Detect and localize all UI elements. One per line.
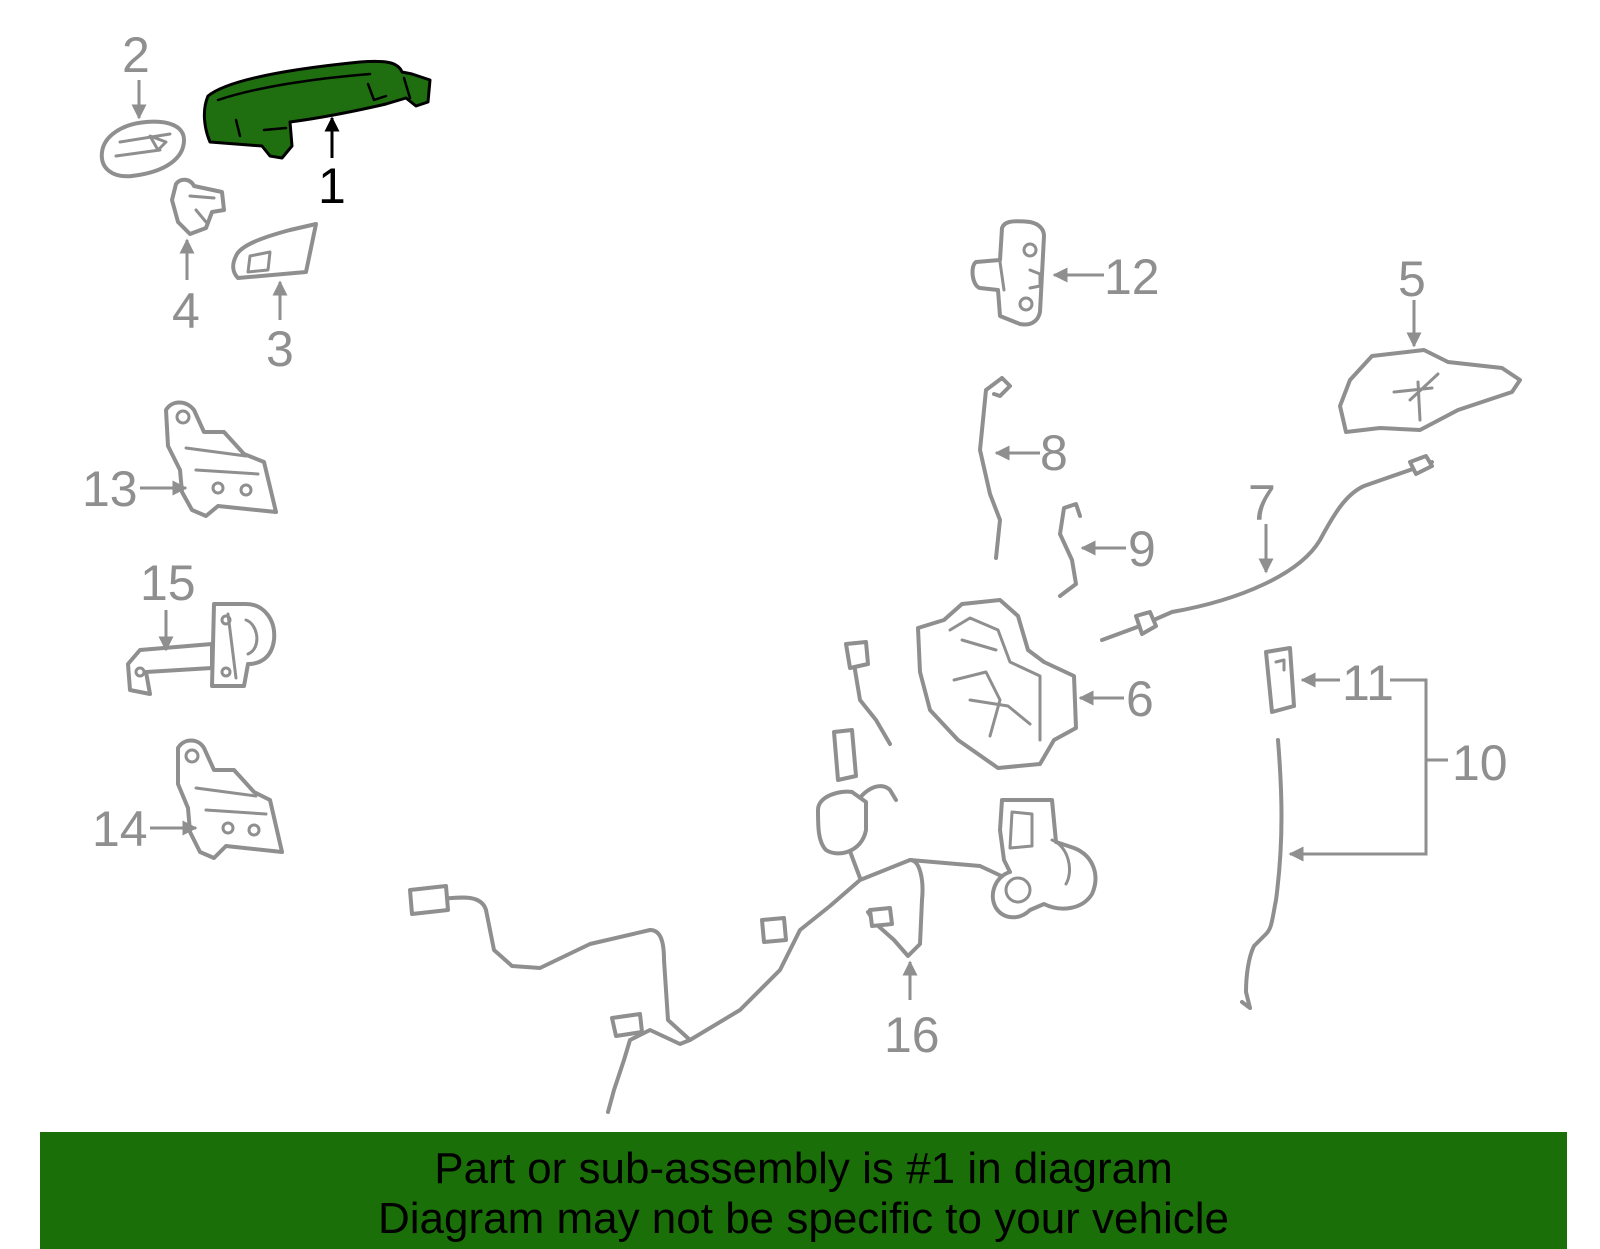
callout-3: 3 <box>266 321 294 377</box>
part-16-wiring-harness[interactable] <box>408 640 1098 1114</box>
part-2-handle-cap[interactable] <box>99 119 186 179</box>
callout-4: 4 <box>172 283 200 339</box>
part-10-rod[interactable] <box>1240 738 1284 1010</box>
part-6-latch[interactable] <box>916 598 1078 770</box>
callout-2: 2 <box>122 27 150 83</box>
part-8-lock-rod[interactable] <box>978 376 1012 560</box>
callout-1: 1 <box>318 158 346 214</box>
part-13-upper-hinge[interactable] <box>164 400 278 518</box>
part-7-cable[interactable] <box>1100 454 1434 642</box>
callout-15: 15 <box>140 555 196 611</box>
part-14-lower-hinge[interactable] <box>176 738 284 860</box>
callout-11: 11 <box>1342 655 1394 711</box>
part-4-lock-cylinder[interactable] <box>170 177 226 236</box>
callout-8: 8 <box>1040 425 1068 481</box>
callout-14: 14 <box>92 801 148 857</box>
callout-6: 6 <box>1126 671 1154 727</box>
callout-7: 7 <box>1248 475 1276 531</box>
callout-9: 9 <box>1128 521 1156 577</box>
part-3-gasket[interactable] <box>231 222 318 280</box>
part-11-bumper[interactable] <box>1264 646 1296 714</box>
callout-12: 12 <box>1104 249 1160 305</box>
banner-text: Part or sub-assembly is #1 in diagram Di… <box>40 1144 1567 1244</box>
part-12-striker[interactable] <box>970 219 1046 327</box>
callout-5: 5 <box>1398 251 1426 307</box>
banner-line-1: Part or sub-assembly is #1 in diagram <box>434 1144 1173 1193</box>
callout-10: 10 <box>1452 735 1508 791</box>
callout-13: 13 <box>82 461 138 517</box>
part-1-outside-handle[interactable] <box>202 59 432 160</box>
banner-line-2: Diagram may not be specific to your vehi… <box>377 1194 1230 1243</box>
callout-16: 16 <box>884 1007 940 1063</box>
part-9-rod[interactable] <box>1058 502 1082 598</box>
part-15-door-check[interactable] <box>126 602 277 696</box>
info-banner: Part or sub-assembly is #1 in diagram Di… <box>40 1132 1567 1249</box>
part-5-shield[interactable] <box>1338 348 1522 434</box>
